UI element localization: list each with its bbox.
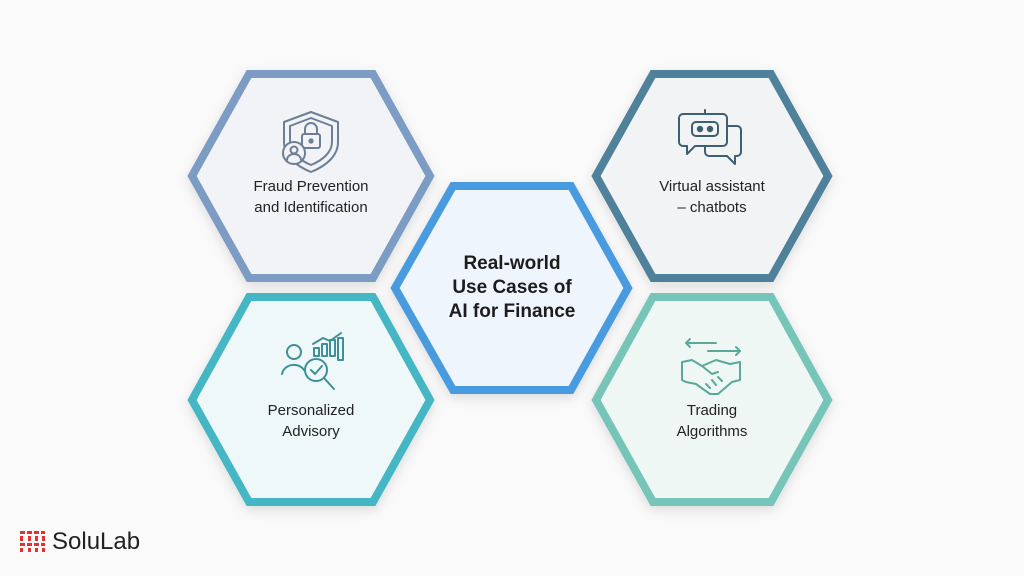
- center-title-line-3: AI for Finance: [448, 301, 576, 322]
- brand: SoluLab: [20, 528, 140, 556]
- center-title: Real-world Use Cases of AI for Finance: [412, 252, 612, 324]
- brand-name: SoluLab: [52, 528, 141, 555]
- hex-center: [390, 182, 633, 394]
- hex-fraud: [187, 70, 435, 282]
- shield-lock-user-icon: [282, 111, 339, 173]
- hex-advisory: [187, 293, 435, 506]
- virtual-label-line-1: Virtual assistant: [659, 178, 765, 195]
- center-title-line-1: Real-world: [463, 253, 561, 274]
- center-title-line-2: Use Cases of: [452, 277, 572, 298]
- chatbot-icon: [678, 109, 742, 165]
- fraud-label: Fraud Prevention and Identification: [216, 176, 406, 218]
- trading-label-line-1: Trading: [686, 402, 738, 419]
- hex-virtual: [591, 70, 833, 282]
- solulab-logo: [20, 531, 45, 552]
- virtual-label-line-2: – chatbots: [677, 199, 747, 216]
- virtual-label: Virtual assistant – chatbots: [617, 176, 807, 218]
- trading-label-line-2: Algorithms: [676, 423, 748, 440]
- handshake-icon: [681, 338, 741, 395]
- fraud-label-line-1: Fraud Prevention: [253, 178, 369, 195]
- advisory-label-line-1: Personalized: [267, 402, 355, 419]
- trading-label: Trading Algorithms: [617, 400, 807, 442]
- fraud-label-line-2: and Identification: [254, 199, 368, 216]
- hex-trading: [591, 293, 833, 506]
- advisory-label-line-2: Advisory: [282, 423, 340, 440]
- advisor-chart-icon: [281, 332, 344, 390]
- advisory-label: Personalized Advisory: [216, 400, 406, 442]
